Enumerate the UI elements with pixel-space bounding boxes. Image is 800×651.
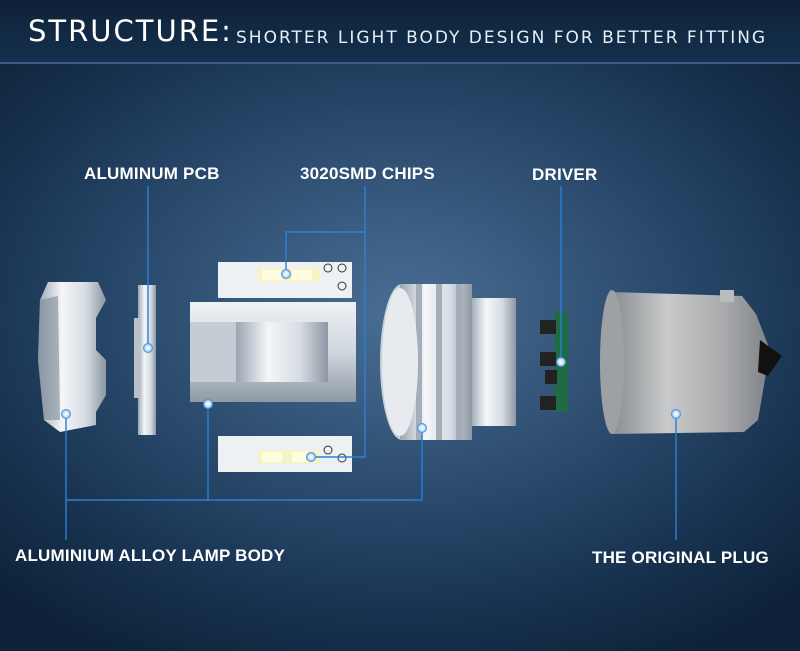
heat-sink-body [190,302,356,402]
original-plug [600,290,782,434]
lower-chip-board [218,436,352,472]
finned-cylinder [380,284,516,440]
callout-line-chips-upper [285,186,366,272]
callout-dot-cylinder [417,423,427,433]
lamp-cap [38,282,106,432]
callout-lines [65,186,677,540]
upper-chip-board [218,262,352,298]
header-bar [0,0,800,62]
callout-dot-cap [61,409,71,419]
callout-dots [61,269,681,462]
callout-dot-chips-lower [306,452,316,462]
callout-dot-driver [556,357,566,367]
callout-line-chips-lower [311,232,366,458]
label-smd-chips: 3020SMD CHIPS [300,164,435,183]
callout-dot-heatsink [203,399,213,409]
label-aluminum-pcb: ALUMINUM PCB [84,164,220,183]
header-divider [0,62,800,64]
label-original-plug: THE ORIGINAL PLUG [592,548,769,567]
driver-board [540,312,568,412]
label-driver: DRIVER [532,165,598,184]
callout-dot-chips-upper [281,269,291,279]
page-subtitle: SHORTER LIGHT BODY DESIGN FOR BETTER FIT… [236,28,768,48]
page-title: STRUCTURE: [28,14,233,48]
callout-dot-plug [671,409,681,419]
aluminum-pcb [134,285,156,435]
callout-dot-pcb [143,343,153,353]
label-lamp-body: ALUMINIUM ALLOY LAMP BODY [15,546,286,565]
